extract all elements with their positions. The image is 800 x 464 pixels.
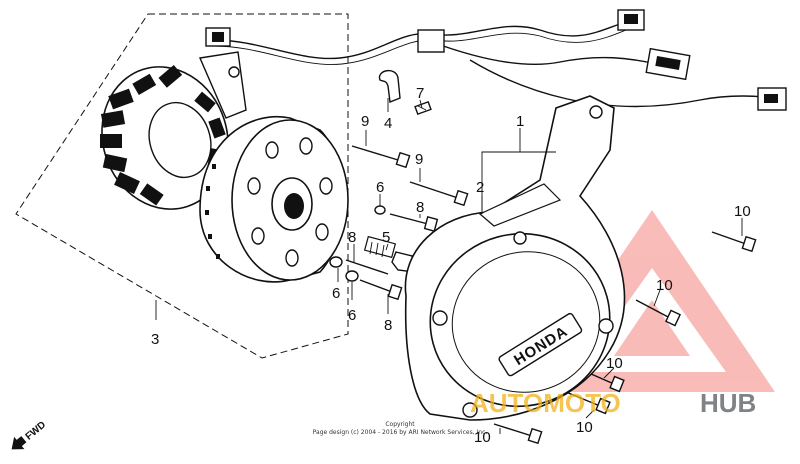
watermark-text-secondary: HUB: [700, 388, 756, 418]
watermark-triangle-core: [614, 300, 690, 356]
flywheel-rim-dots: [205, 164, 220, 259]
cover-bolt-bottom: [493, 423, 543, 445]
callout-10-lower-b: 10: [576, 419, 593, 436]
bolt-lower: [359, 279, 403, 301]
cover-bolt-lower-b: [565, 391, 611, 415]
callout-10-mid-right: 10: [656, 277, 673, 294]
crankcase-cover: HONDA: [404, 95, 626, 421]
connector-plug-b: [417, 29, 445, 53]
leader-lines: [155, 98, 743, 434]
cover-bolt-right: [711, 231, 757, 253]
stator-dashed-frame: [15, 13, 349, 359]
cover-dome: [429, 232, 611, 408]
flywheel-rotor: [199, 116, 349, 283]
callout-1: 1: [516, 113, 524, 130]
callout-6-middle: 6: [348, 307, 356, 324]
watermark-wordmark: AUTOMOTO HUB: [470, 388, 756, 418]
callout-8-upper: 8: [416, 199, 424, 216]
cover-gasket: [478, 183, 562, 227]
callout-8-left: 8: [348, 229, 356, 246]
long-bolt-lower: [409, 181, 469, 207]
callout-8-lower: 8: [384, 317, 392, 334]
watermark-text-primary: AUTOMOTO: [470, 388, 621, 418]
callout-4: 4: [384, 115, 392, 132]
callout-6-left: 6: [332, 285, 340, 302]
bolt-middle: [345, 259, 389, 275]
cover-mount-lugs: [432, 105, 614, 418]
stator-core: [148, 101, 212, 179]
washer-upper: [374, 205, 386, 215]
small-parts: [329, 70, 757, 445]
callout-9-right: 9: [415, 151, 423, 168]
cover-bolt-mid-right: [635, 299, 681, 327]
copyright-line-2: Page design (c) 2004 - 2016 by ARI Netwo…: [313, 429, 488, 436]
callout-2: 2: [476, 179, 484, 196]
wire-clamp: [378, 70, 401, 103]
callout-5: 5: [382, 229, 390, 246]
flywheel-holes: [247, 137, 333, 267]
bolt-upper: [389, 213, 439, 232]
forward-arrow-icon: [11, 436, 27, 450]
callout-10-right: 10: [734, 203, 751, 220]
forward-indicator: FWD: [11, 420, 49, 450]
copyright-notice: Copyright Page design (c) 2004 - 2016 by…: [313, 421, 488, 436]
washer-left: [329, 256, 343, 268]
long-bolt-upper: [351, 145, 411, 169]
cover-dome-inner: [451, 251, 601, 393]
callout-10-lower-a: 10: [606, 355, 623, 372]
callout-10-bottom: 10: [474, 429, 491, 446]
callout-3: 3: [151, 331, 159, 348]
callout-6-upper: 6: [376, 179, 384, 196]
callout-9-left: 9: [361, 113, 369, 130]
callout-labels: 1 2 3 4 5 6 6 6 7 8 8 8 9 9 10 10 10 10 …: [151, 85, 751, 446]
callout-7: 7: [416, 85, 424, 102]
small-screw: [414, 100, 432, 116]
washer-middle: [345, 270, 359, 282]
forward-label: FWD: [24, 420, 49, 443]
copyright-line-1: Copyright: [385, 421, 415, 428]
